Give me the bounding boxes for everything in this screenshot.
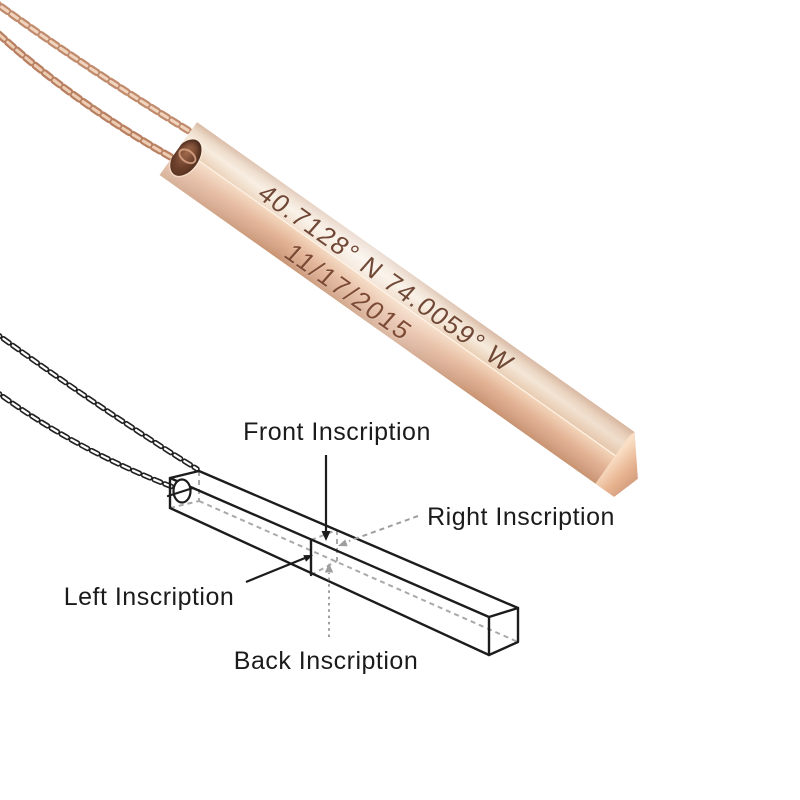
- leader-right: [338, 515, 419, 547]
- bar-hole: [166, 478, 195, 504]
- bar-outline: [168, 469, 520, 657]
- leader-left: [245, 555, 313, 584]
- bar-hidden-edges: [169, 471, 519, 643]
- label-back-inscription: Back Inscription: [234, 647, 418, 675]
- leader-back: [324, 563, 334, 637]
- chain-link-in-hole: [176, 145, 200, 167]
- label-right-inscription: Right Inscription: [427, 503, 615, 531]
- pendant-photo: 40.7128° N 74.0059° W 11/17/2015: [0, 1, 800, 480]
- leader-front: [321, 455, 331, 541]
- necklace-chain-diagram: [0, 332, 200, 492]
- label-front-inscription: Front Inscription: [243, 418, 431, 446]
- necklace-chain-photo: [0, 1, 216, 175]
- inscription-diagram: Front Inscription Right Inscription Left…: [0, 330, 800, 710]
- label-left-inscription: Left Inscription: [64, 583, 235, 611]
